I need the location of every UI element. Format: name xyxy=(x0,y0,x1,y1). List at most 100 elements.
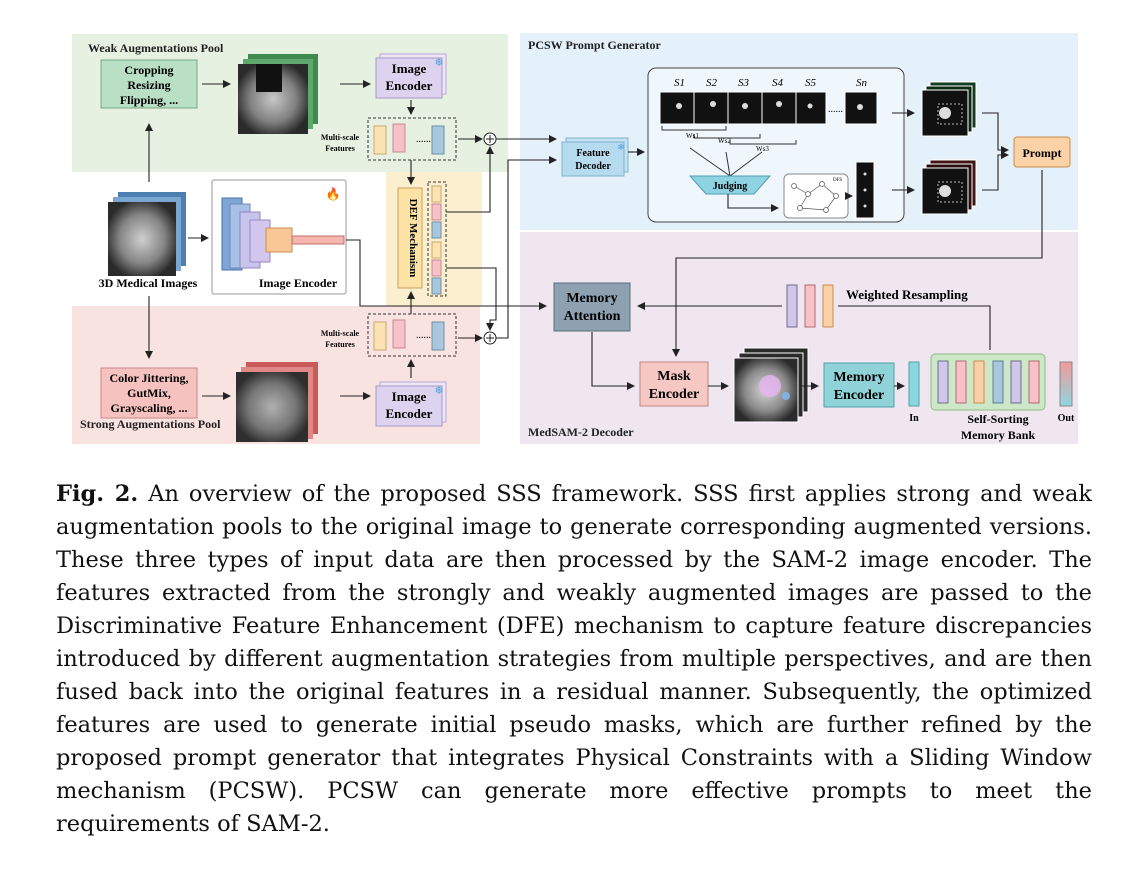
strong-encoder-label-2: Encoder xyxy=(386,406,433,421)
out-bar xyxy=(1059,361,1073,407)
framework-figure: Weak Augmentations Pool Strong Augmentat… xyxy=(72,33,1078,444)
center-encoder-label: Image Encoder xyxy=(259,276,338,290)
slice-label-4: S4 xyxy=(772,77,784,89)
memory-slot-6 xyxy=(1028,360,1040,404)
mask-encoder-box xyxy=(639,361,709,407)
def-box xyxy=(397,187,423,289)
def-label: DEF Mechanism xyxy=(407,199,419,278)
def-feature-5 xyxy=(431,259,442,277)
strong-feature-ellipsis: ...... xyxy=(416,330,431,341)
weak-image-encoder: Image Encoder ❄ xyxy=(375,53,447,99)
slice-images xyxy=(659,91,878,125)
def-feature-2 xyxy=(431,203,442,221)
memory-slot-2 xyxy=(955,360,967,404)
caption-text: An overview of the proposed SSS framewor… xyxy=(56,481,1092,837)
strong-feature-1 xyxy=(373,321,387,351)
decoder-title: MedSAM-2 Decoder xyxy=(528,425,634,439)
memory-slot-1 xyxy=(937,360,949,404)
memory-encoder-box xyxy=(823,362,895,408)
feature-decoder-front xyxy=(561,141,625,177)
slice-label-3: S3 xyxy=(738,77,750,89)
strong-image-encoder: Image Encoder ❄ xyxy=(375,381,447,427)
mask-encoder-label-2: Encoder xyxy=(649,387,700,402)
weak-multiscale-label-2: Features xyxy=(325,144,355,153)
feature-decoder-label-2: Decoder xyxy=(575,161,611,172)
memory-attention-label-2: Attention xyxy=(564,309,621,324)
strong-feature-2 xyxy=(392,319,406,349)
refined-dot-2 xyxy=(863,188,867,192)
judging-shape xyxy=(688,175,772,195)
sum-node-top xyxy=(483,132,497,146)
window-brace-2 xyxy=(693,134,761,139)
def-feature-4 xyxy=(431,241,442,259)
window-label-3: Ws3 xyxy=(756,145,769,153)
weak-op-3: Flipping, ... xyxy=(120,93,178,107)
memory-bank-label-2: Memory Bank xyxy=(961,428,1036,442)
strong-op-1: Color Jittering, xyxy=(109,371,188,385)
weighted-resampling-label: Weighted Resampling xyxy=(846,287,968,302)
memory-slot-5 xyxy=(1010,360,1022,404)
mask-stack-top xyxy=(921,81,977,137)
sum-node-bottom xyxy=(483,331,497,345)
in-label: In xyxy=(909,413,919,424)
weak-multiscale-label-1: Multi-scale xyxy=(321,133,360,142)
figure-caption: Fig. 2. An overview of the proposed SSS … xyxy=(56,478,1092,841)
dfs-label: DFS xyxy=(833,178,842,183)
weak-feature-2 xyxy=(392,123,406,153)
strong-op-3: Grayscaling, ... xyxy=(111,401,188,415)
weak-ops-box xyxy=(100,59,198,109)
memory-slot-3 xyxy=(973,360,985,404)
resample-slot-1 xyxy=(786,284,798,328)
weak-pool-title: Weak Augmentations Pool xyxy=(88,41,224,55)
memory-encoder-label-2: Encoder xyxy=(834,388,885,403)
strong-encoder-label-1: Image xyxy=(392,389,427,404)
resample-slot-3 xyxy=(822,284,834,328)
judging-label: Judging xyxy=(713,181,747,192)
in-bar xyxy=(908,361,920,407)
weak-op-2: Resizing xyxy=(127,78,170,92)
def-feature-6 xyxy=(431,277,442,295)
connectors xyxy=(145,80,1043,400)
memory-attention-label-1: Memory xyxy=(566,291,617,306)
refined-dot-1 xyxy=(863,172,867,176)
def-feature-1 xyxy=(431,185,442,203)
snowflake-icon: ❄ xyxy=(434,385,443,397)
window-label-1: Ws1 xyxy=(686,132,699,140)
pcsw-title: PCSW Prompt Generator xyxy=(528,38,662,52)
window-label-2: Ws2 xyxy=(718,137,731,145)
memory-encoder-label-1: Memory xyxy=(833,370,884,385)
strong-pool-title: Strong Augmentations Pool xyxy=(80,417,221,431)
refined-dot-3 xyxy=(863,204,867,208)
window-brace-3 xyxy=(729,140,797,145)
strong-multiscale-label-2: Features xyxy=(325,340,355,349)
medical-images-stack xyxy=(108,192,186,276)
slice-label-2: S2 xyxy=(706,77,718,89)
window-brace-1 xyxy=(661,126,727,131)
out-label: Out xyxy=(1058,413,1075,424)
weak-augmented-images xyxy=(238,54,318,134)
weak-op-1: Cropping xyxy=(124,63,173,77)
slice-label-n: Sn xyxy=(856,77,868,89)
mask-stack-bottom xyxy=(921,159,977,215)
prompt-box xyxy=(1013,136,1071,168)
strong-op-2: GutMix, xyxy=(127,386,171,400)
strong-ops-box xyxy=(100,367,198,419)
strong-augmented-images xyxy=(236,362,318,442)
def-features-box xyxy=(427,181,447,297)
snowflake-icon: ❄ xyxy=(434,57,443,69)
slices-ellipsis: ...... xyxy=(828,104,843,115)
strong-multiscale-label-1: Multi-scale xyxy=(321,329,360,338)
caption-label: Fig. 2. xyxy=(56,481,139,507)
mask-encoder-label-1: Mask xyxy=(657,369,691,384)
weak-encoder-label-1: Image xyxy=(392,61,427,76)
strong-feature-3 xyxy=(431,321,445,351)
memory-attention-box xyxy=(553,282,631,332)
dfs-graph xyxy=(791,181,839,213)
slice-label-1: S1 xyxy=(674,77,685,89)
medical-images-label: 3D Medical Images xyxy=(99,276,198,290)
prompt-label: Prompt xyxy=(1022,146,1061,160)
def-feature-3 xyxy=(431,221,442,239)
slice-label-5: S5 xyxy=(805,77,817,89)
center-encoder-layers xyxy=(221,197,345,271)
memory-bank-label-1: Self-Sorting xyxy=(967,412,1028,426)
